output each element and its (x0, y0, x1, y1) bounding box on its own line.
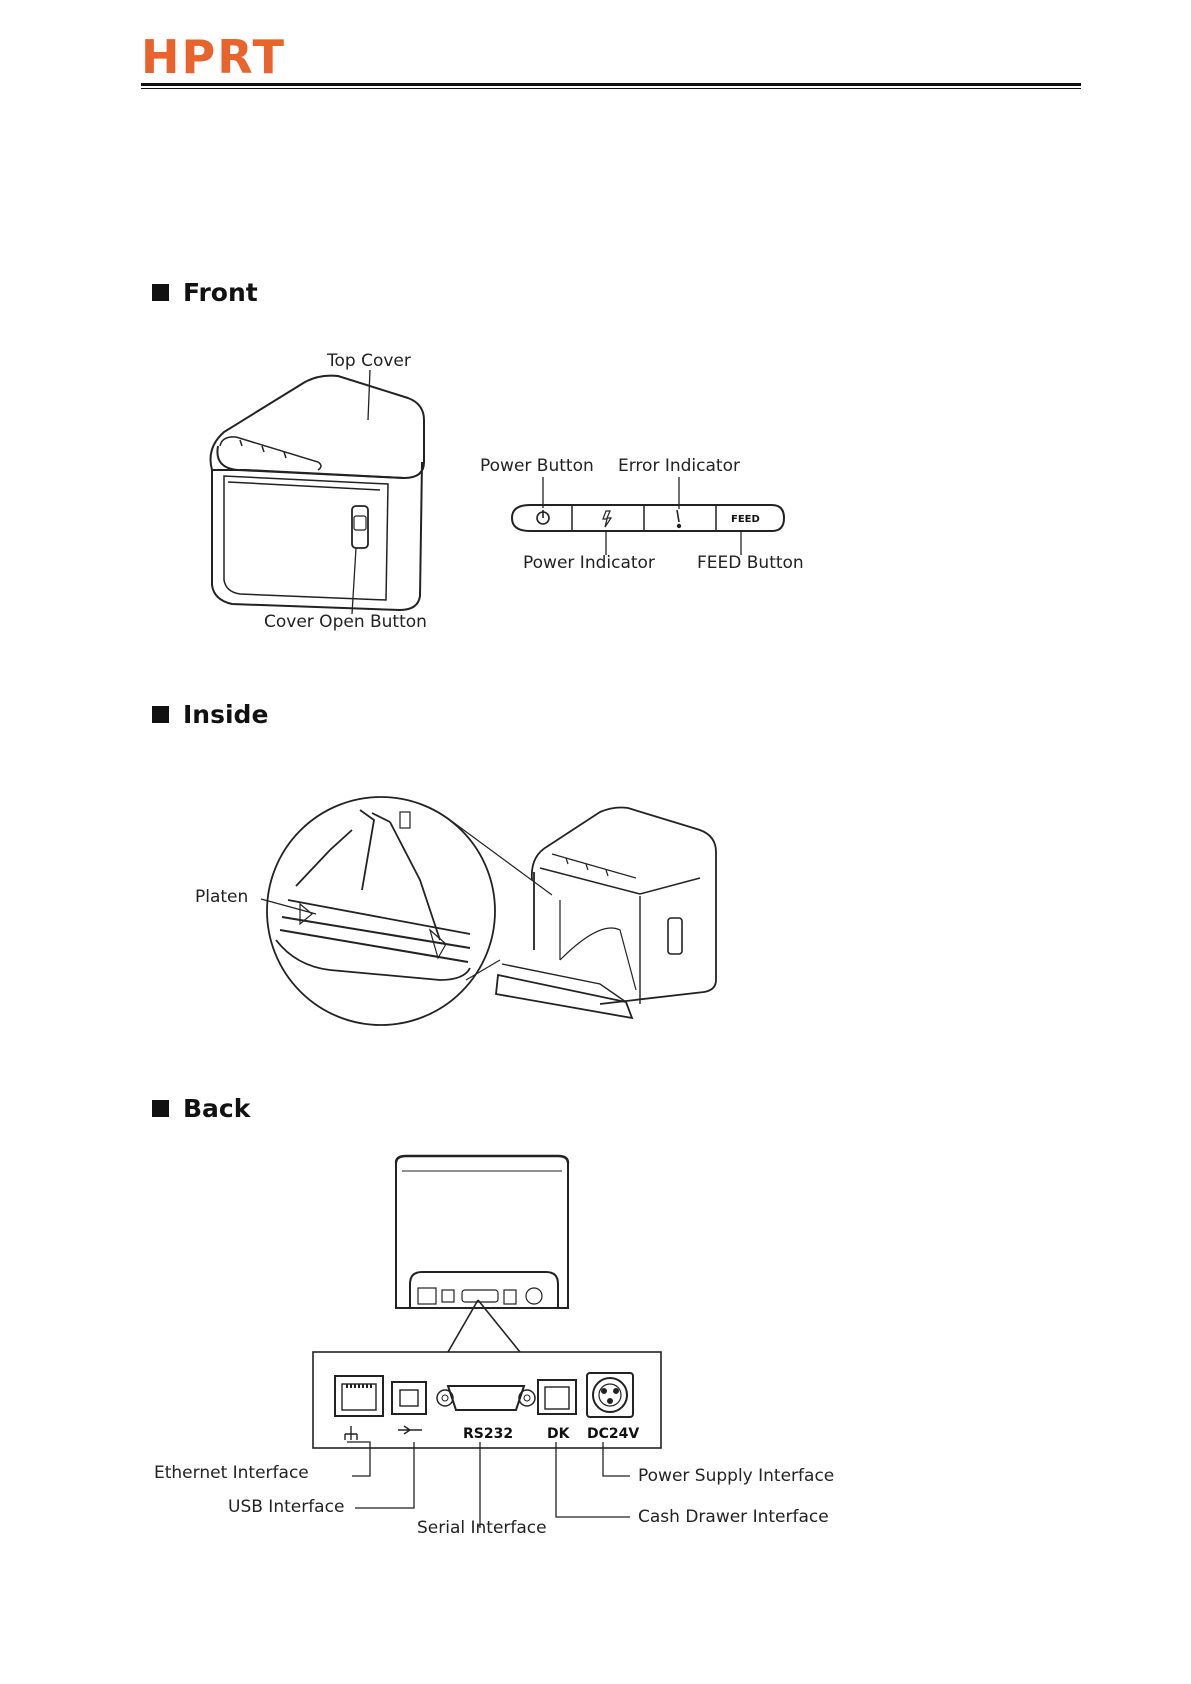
label-usb-interface: USB Interface (228, 1497, 344, 1517)
label-ethernet-interface: Ethernet Interface (154, 1463, 309, 1483)
port-mark-rs232: RS232 (463, 1426, 513, 1442)
port-mark-dc24v: DC24V (587, 1426, 639, 1442)
port-mark-dk: DK (547, 1426, 571, 1442)
label-cash-drawer-interface: Cash Drawer Interface (638, 1507, 829, 1527)
label-power-supply-interface: Power Supply Interface (638, 1466, 834, 1486)
label-serial-interface: Serial Interface (417, 1518, 547, 1538)
